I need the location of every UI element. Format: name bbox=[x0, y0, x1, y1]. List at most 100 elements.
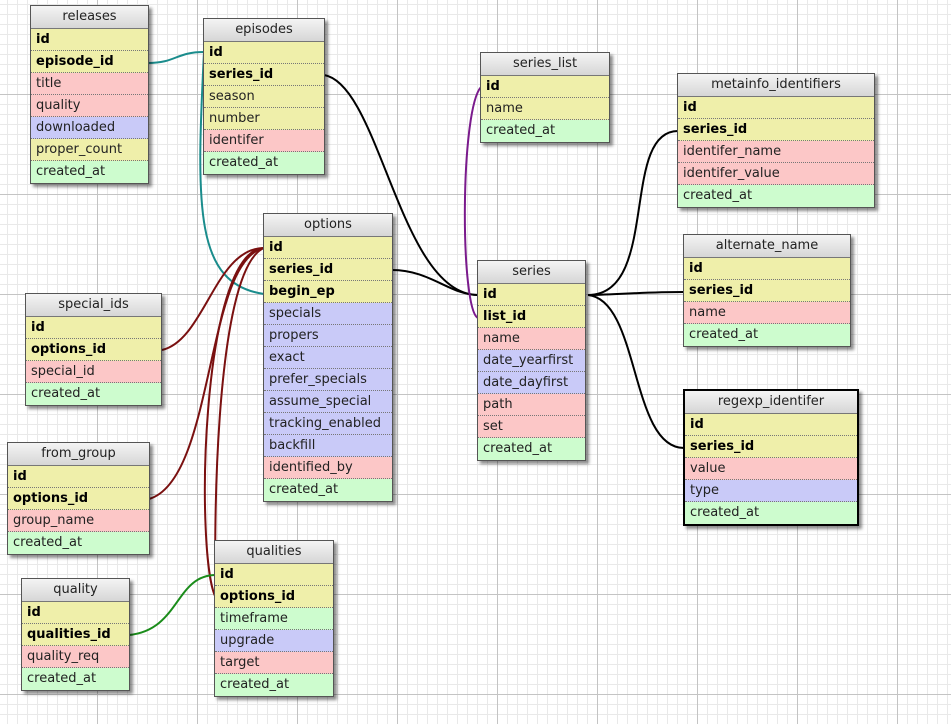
column-series-id[interactable]: series_id bbox=[685, 436, 857, 458]
column-timeframe[interactable]: timeframe bbox=[215, 608, 333, 630]
column-series-id[interactable]: series_id bbox=[684, 280, 850, 302]
column-assume-special[interactable]: assume_special bbox=[264, 391, 392, 413]
column-quality-req[interactable]: quality_req bbox=[22, 646, 129, 668]
column-proper-count[interactable]: proper_count bbox=[31, 139, 148, 161]
column-group-name[interactable]: group_name bbox=[8, 510, 149, 532]
column-created-at[interactable]: created_at bbox=[8, 532, 149, 554]
column-propers[interactable]: propers bbox=[264, 325, 392, 347]
column-series-id[interactable]: series_id bbox=[678, 119, 874, 141]
column-date-dayfirst[interactable]: date_dayfirst bbox=[478, 372, 585, 394]
column-set[interactable]: set bbox=[478, 416, 585, 438]
column-type[interactable]: type bbox=[685, 480, 857, 502]
column-identifer-value[interactable]: identifer_value bbox=[678, 163, 874, 185]
relation-from-group-options bbox=[148, 247, 265, 500]
table-header[interactable]: metainfo_identifiers bbox=[678, 74, 874, 97]
column-options-id[interactable]: options_id bbox=[26, 339, 161, 361]
column-downloaded[interactable]: downloaded bbox=[31, 117, 148, 139]
column-special-id[interactable]: special_id bbox=[26, 361, 161, 383]
column-id[interactable]: id bbox=[8, 466, 149, 488]
column-options-id[interactable]: options_id bbox=[8, 488, 149, 510]
relation-special-ids-options bbox=[161, 247, 265, 351]
column-target[interactable]: target bbox=[215, 652, 333, 674]
column-created-at[interactable]: created_at bbox=[685, 502, 857, 524]
relation-metainfo-series bbox=[587, 130, 679, 296]
column-date-yearfirst[interactable]: date_yearfirst bbox=[478, 350, 585, 372]
column-season[interactable]: season bbox=[204, 86, 324, 108]
table-header[interactable]: regexp_identifer bbox=[685, 391, 857, 414]
table-header[interactable]: episodes bbox=[204, 19, 324, 42]
column-quality[interactable]: quality bbox=[31, 95, 148, 117]
relation-quality-qualities bbox=[128, 574, 217, 636]
column-number[interactable]: number bbox=[204, 108, 324, 130]
column-created-at[interactable]: created_at bbox=[678, 185, 874, 207]
column-id[interactable]: id bbox=[31, 29, 148, 51]
column-value[interactable]: value bbox=[685, 458, 857, 480]
relation-regexp-series bbox=[587, 294, 685, 449]
column-id[interactable]: id bbox=[684, 258, 850, 280]
relation-alternate-name-series bbox=[587, 291, 685, 296]
column-path[interactable]: path bbox=[478, 394, 585, 416]
column-created-at[interactable]: created_at bbox=[26, 383, 161, 405]
column-identifer[interactable]: identifer bbox=[204, 130, 324, 152]
column-id[interactable]: id bbox=[678, 97, 874, 119]
table-header[interactable]: alternate_name bbox=[684, 235, 850, 258]
column-created-at[interactable]: created_at bbox=[684, 324, 850, 346]
column-name[interactable]: name bbox=[684, 302, 850, 324]
column-options-id[interactable]: options_id bbox=[215, 586, 333, 608]
column-prefer-specials[interactable]: prefer_specials bbox=[264, 369, 392, 391]
column-created-at[interactable]: created_at bbox=[264, 479, 392, 501]
column-title[interactable]: title bbox=[31, 73, 148, 95]
column-id[interactable]: id bbox=[26, 317, 161, 339]
column-created-at[interactable]: created_at bbox=[31, 161, 148, 183]
column-series-id[interactable]: series_id bbox=[204, 64, 324, 86]
column-name[interactable]: name bbox=[481, 98, 609, 120]
column-id[interactable]: id bbox=[215, 564, 333, 586]
column-created-at[interactable]: created_at bbox=[215, 674, 333, 696]
column-episode-id[interactable]: episode_id bbox=[31, 51, 148, 73]
column-id[interactable]: id bbox=[22, 602, 129, 624]
column-created-at[interactable]: created_at bbox=[22, 668, 129, 690]
table-header[interactable]: quality bbox=[22, 579, 129, 602]
column-series-id[interactable]: series_id bbox=[264, 259, 392, 281]
relation-releases-episodes bbox=[147, 51, 205, 64]
column-id[interactable]: id bbox=[481, 76, 609, 98]
table-header[interactable]: qualities bbox=[215, 541, 333, 564]
column-created-at[interactable]: created_at bbox=[204, 152, 324, 174]
table-header[interactable]: series_list bbox=[481, 53, 609, 76]
column-specials[interactable]: specials bbox=[264, 303, 392, 325]
column-id[interactable]: id bbox=[478, 284, 585, 306]
column-name[interactable]: name bbox=[478, 328, 585, 350]
table-header[interactable]: special_ids bbox=[26, 294, 161, 317]
column-created-at[interactable]: created_at bbox=[481, 120, 609, 142]
column-upgrade[interactable]: upgrade bbox=[215, 630, 333, 652]
table-header[interactable]: options bbox=[264, 214, 392, 237]
column-id[interactable]: id bbox=[685, 414, 857, 436]
table-header[interactable]: releases bbox=[31, 6, 148, 29]
column-identifer-name[interactable]: identifer_name bbox=[678, 141, 874, 163]
column-identified-by[interactable]: identified_by bbox=[264, 457, 392, 479]
table-header[interactable]: from_group bbox=[8, 443, 149, 466]
column-qualities-id[interactable]: qualities_id bbox=[22, 624, 129, 646]
column-exact[interactable]: exact bbox=[264, 347, 392, 369]
column-id[interactable]: id bbox=[264, 237, 392, 259]
table-header[interactable]: series bbox=[478, 261, 585, 284]
column-tracking-enabled[interactable]: tracking_enabled bbox=[264, 413, 392, 435]
column-begin-ep[interactable]: begin_ep bbox=[264, 281, 392, 303]
column-backfill[interactable]: backfill bbox=[264, 435, 392, 457]
column-id[interactable]: id bbox=[204, 42, 324, 64]
column-created-at[interactable]: created_at bbox=[478, 438, 585, 460]
column-list-id[interactable]: list_id bbox=[478, 306, 585, 328]
